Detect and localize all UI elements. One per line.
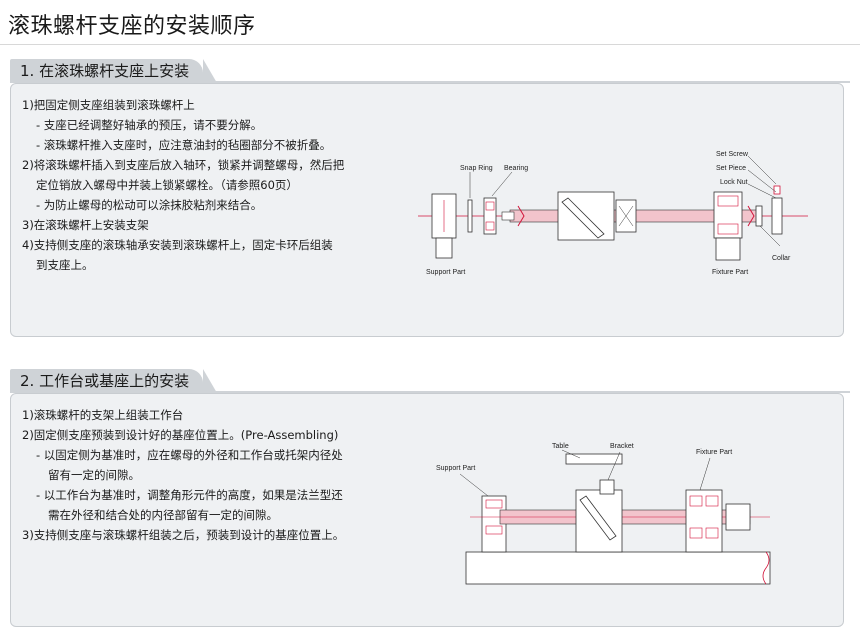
page-title: 滚珠螺杆支座的安装顺序 <box>8 14 256 39</box>
bracket <box>575 479 623 553</box>
section-2-heading: 2. 工作台或基座上的安装 <box>10 369 218 393</box>
title-divider <box>0 44 860 45</box>
section-2-steps: 1)滚珠螺杆的支架上组装工作台 2)固定侧支座预装到设计好的基座位置上。(Pre… <box>22 405 344 545</box>
lock-nut <box>771 197 783 235</box>
table-mounting-diagram: Table Bracket Support Part Fixture Part <box>436 443 771 585</box>
bearing <box>483 197 497 235</box>
snap-ring-label: Snap Ring <box>460 165 493 172</box>
step-line-cont: 到支座上。 <box>36 258 94 272</box>
step-line: 1)把固定侧支座组装到滚珠螺杆上 <box>22 98 195 112</box>
step-line: 3)支持侧支座与滚珠螺杆组装之后，预装到设计的基座位置上。 <box>22 528 345 542</box>
support-part-label: Support Part <box>426 269 465 276</box>
step-line: 4)支持侧支座的滚珠轴承安装到滚珠螺杆上，固定卡环后组装 <box>22 238 333 252</box>
direction-arrow <box>747 205 755 227</box>
ball-screw-support-diagram: Snap Ring Bearing Support Part Fixture P… <box>418 151 808 276</box>
set-piece-label: Set Piece <box>716 165 746 172</box>
table-label: Table <box>552 443 569 450</box>
step-note: - 滚珠螺杆推入支座时，应注意油封的毡圈部分不被折叠。 <box>36 138 332 152</box>
support-part-label: Support Part <box>436 465 475 472</box>
step-line: 1)滚珠螺杆的支架上组装工作台 <box>22 408 184 422</box>
section-1-heading: 1. 在滚珠螺杆支座上安装 <box>10 59 218 83</box>
step-line: 2)将滚珠螺杆插入到支座后放入轴环，锁紧并调整螺母，然后把 <box>22 158 345 172</box>
support-part <box>431 193 457 259</box>
step-line: 3)在滚珠螺杆上安装支架 <box>22 218 149 232</box>
set-screw-label: Set Screw <box>716 151 749 158</box>
bracket-label: Bracket <box>610 443 634 450</box>
bracket <box>557 191 637 241</box>
step-note: - 支座已经调整好轴承的预压，请不要分解。 <box>36 118 263 132</box>
step-line-cont: 定位销放入螺母中并装上锁紧螺栓。（请参照60页） <box>36 178 298 192</box>
step-note-cont: 需在外径和结合处的内径部留有一定的间隙。 <box>48 508 278 522</box>
step-line: 2)固定侧支座预装到设计好的基座位置上。(Pre-Assembling) <box>22 428 339 442</box>
section-2-rule <box>10 391 850 393</box>
bearing-label: Bearing <box>504 165 528 172</box>
base <box>465 551 771 585</box>
section-1-steps: 1)把固定侧支座组装到滚珠螺杆上 - 支座已经调整好轴承的预压，请不要分解。 -… <box>22 95 344 275</box>
fixture-part <box>713 191 743 261</box>
section-1-rule <box>10 81 850 83</box>
fixture-part-label: Fixture Part <box>712 269 748 276</box>
table <box>565 453 623 465</box>
set-screw <box>773 185 781 195</box>
lock-nut-label: Lock Nut <box>720 179 748 186</box>
fixture-part-label: Fixture Part <box>696 449 732 456</box>
collar-label: Collar <box>772 255 791 262</box>
snap-ring <box>467 199 473 233</box>
step-note: - 以固定侧为基准时，应在螺母的外径和工作台或托架内径处 <box>36 448 343 462</box>
step-note: - 为防止螺母的松动可以涂抹胶粘剂来结合。 <box>36 198 263 212</box>
direction-arrow <box>517 205 525 227</box>
fixture-part <box>685 489 751 553</box>
collar <box>755 205 763 227</box>
step-note: - 以工作台为基准时，调整角形元件的高度，如果是法兰型还 <box>36 488 343 502</box>
step-note-cont: 留有一定的间隙。 <box>48 468 140 482</box>
